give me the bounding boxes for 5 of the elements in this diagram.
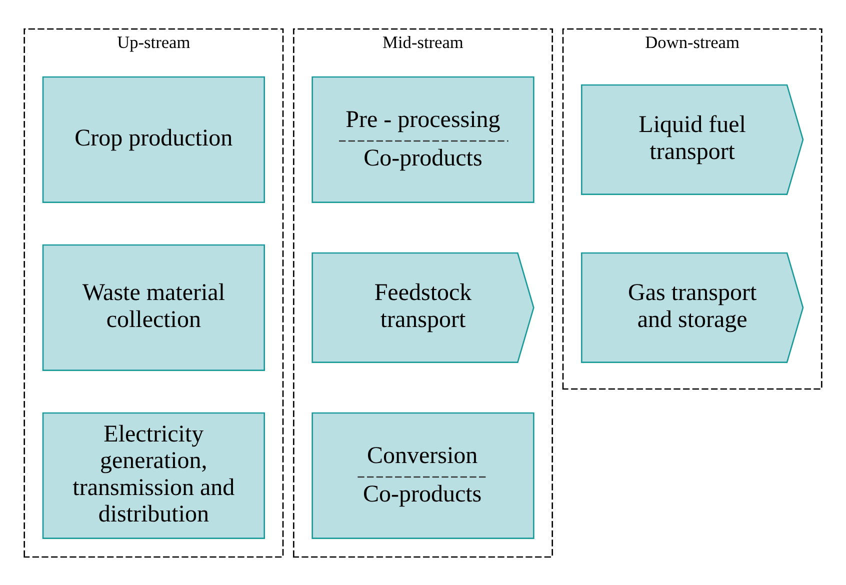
node-box: Crop production [42, 76, 265, 202]
node-box: Electricity generation, transmission and distribution [42, 412, 265, 538]
node-box: Waste material collection [42, 244, 265, 370]
node-box: Conversion Co-products [312, 412, 534, 538]
node-box: Pre - processing Co-products [312, 76, 534, 202]
